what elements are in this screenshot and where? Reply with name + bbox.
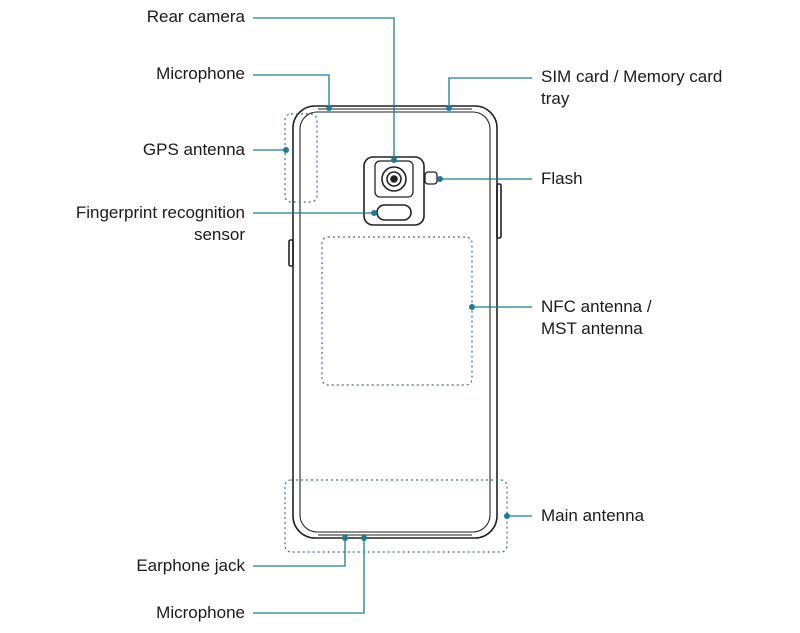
camera-lens-center bbox=[390, 175, 398, 183]
main-antenna-zone bbox=[284, 479, 508, 553]
label-earphone-jack: Earphone jack bbox=[136, 556, 245, 575]
microphone-top-leader bbox=[253, 74, 330, 108]
volume-key bbox=[288, 239, 294, 267]
flash-shape bbox=[424, 171, 438, 185]
label-sim-line2: tray bbox=[541, 89, 570, 108]
label-rear-camera: Rear camera bbox=[146, 7, 245, 26]
label-fingerprint-line1: Fingerprint recognition bbox=[75, 203, 245, 222]
label-flash: Flash bbox=[541, 169, 583, 188]
phone-inner-edge bbox=[299, 111, 491, 533]
label-main-antenna: Main antenna bbox=[541, 506, 645, 525]
microphone-bottom-dot bbox=[361, 535, 367, 541]
callout-dots bbox=[283, 105, 510, 541]
camera-lens-outer bbox=[381, 166, 407, 192]
gps-antenna-zone bbox=[284, 113, 318, 203]
rear-camera-dot bbox=[391, 157, 397, 163]
label-nfc-line1: NFC antenna / bbox=[541, 297, 652, 316]
microphone-bottom-leader bbox=[253, 538, 365, 614]
phone-outer-edge bbox=[292, 105, 498, 539]
power-key bbox=[496, 183, 502, 239]
label-nfc-line2: MST antenna bbox=[541, 319, 643, 338]
label-microphone-top: Microphone bbox=[156, 64, 245, 83]
label-sim-line1: SIM card / Memory card bbox=[541, 67, 723, 86]
microphone-top-dot bbox=[326, 105, 332, 111]
label-fingerprint-sensor: Fingerprint recognition sensor bbox=[76, 202, 245, 246]
nfc-antenna-zone bbox=[321, 236, 473, 386]
label-fingerprint-line2: sensor bbox=[193, 225, 245, 244]
rear-camera-module bbox=[363, 156, 438, 226]
earphone-jack-leader bbox=[253, 538, 346, 567]
callout-lines bbox=[253, 17, 532, 614]
antenna-zones bbox=[284, 113, 508, 553]
sim-tray-dot bbox=[446, 105, 452, 111]
phone-body bbox=[288, 105, 502, 539]
earphone-jack-dot bbox=[342, 535, 348, 541]
sim-tray-leader bbox=[448, 77, 532, 108]
nfc-antenna-dot bbox=[469, 304, 475, 310]
camera-lens-mid bbox=[386, 171, 402, 187]
flash-dot bbox=[437, 176, 443, 182]
main-antenna-dot bbox=[504, 513, 510, 519]
label-sim-tray: SIM card / Memory card tray bbox=[541, 66, 722, 110]
label-microphone-bottom: Microphone bbox=[156, 603, 245, 622]
rear-camera-leader bbox=[253, 17, 395, 160]
label-gps-antenna: GPS antenna bbox=[142, 140, 245, 159]
label-nfc-mst-antenna: NFC antenna / MST antenna bbox=[541, 296, 652, 340]
gps-antenna-dot bbox=[283, 147, 289, 153]
fingerprint-dot bbox=[371, 210, 377, 216]
fingerprint-sensor-shape bbox=[376, 204, 412, 221]
